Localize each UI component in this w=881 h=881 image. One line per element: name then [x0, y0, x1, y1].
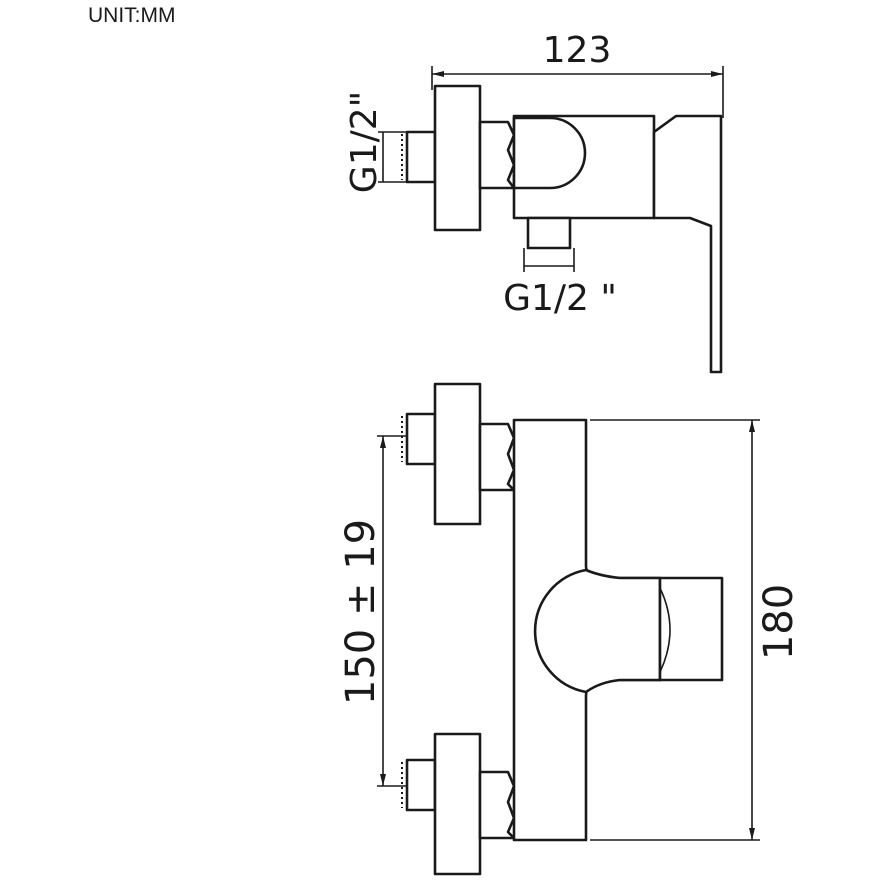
- front-view: 180 150 ± 19: [338, 382, 802, 876]
- lever-handle: [652, 114, 723, 374]
- outlet-thread-stub: [526, 216, 572, 250]
- centers-dimension-text: 150 ± 19: [338, 519, 384, 705]
- upper-inlet: [401, 382, 516, 526]
- side-view: 123 G1/2" G1/2 ": [344, 30, 724, 374]
- inlet-thread-stub: [401, 130, 437, 184]
- centers-dimension: 150 ± 19: [338, 435, 407, 787]
- cartridge-cap: [533, 568, 662, 694]
- cartridge-dome: [512, 116, 587, 190]
- inlet-thread-text: G1/2": [344, 91, 385, 193]
- eccentric-nut: [478, 120, 516, 190]
- height-dimension-text: 180: [756, 584, 802, 660]
- lower-inlet: [401, 732, 516, 876]
- unit-label: UNIT:MM: [88, 4, 176, 27]
- height-dimension: 180: [590, 419, 802, 841]
- width-dimension-text: 123: [543, 30, 612, 71]
- outlet-thread-dimension: G1/2 ": [503, 248, 617, 319]
- width-dimension: 123: [431, 30, 724, 118]
- wall-flange: [433, 84, 482, 232]
- outlet-thread-text: G1/2 ": [503, 278, 617, 319]
- inlet-thread-dimension: G1/2": [344, 91, 407, 193]
